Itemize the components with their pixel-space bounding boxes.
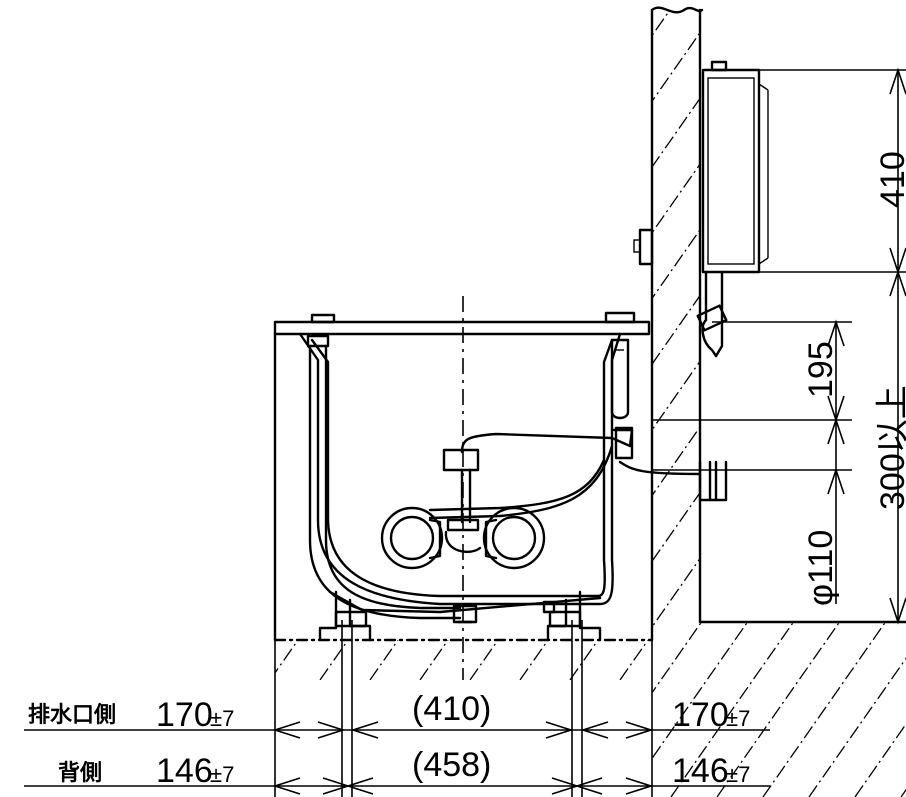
hatch-line (275, 640, 299, 680)
back-right-value: 146 (672, 752, 729, 790)
hatch-line (652, 10, 906, 797)
drain-right-tolerance: ±7 (726, 706, 750, 731)
back-center-value: (458) (412, 746, 491, 784)
hatch-line (762, 10, 906, 797)
drain-center-value: (410) (412, 690, 491, 728)
drain-left-tolerance: ±7 (210, 706, 234, 731)
hatch-line (652, 10, 678, 797)
back-right-tolerance: ±7 (726, 762, 750, 787)
side-fitting (610, 338, 634, 460)
tub-feet (318, 590, 602, 642)
hatch-line (619, 640, 649, 680)
hatch-line (0, 0, 539, 797)
floor-section (220, 638, 698, 680)
hatch-line (808, 10, 906, 797)
drain-left-value: 170 (156, 696, 213, 734)
hatch-line (0, 0, 493, 797)
min-clearance-dimension: 300以上 (874, 385, 906, 510)
hatch-line (220, 640, 248, 680)
pipe-offset-dimension: 195 (802, 341, 840, 398)
hatch-line (652, 10, 770, 797)
hatch-line (319, 640, 349, 680)
hatch-line (369, 640, 399, 680)
pipe-diameter-dimension: φ110 (802, 530, 840, 606)
heater-height-dimension: 410 (874, 151, 906, 208)
dimension-extension-lines (274, 620, 653, 797)
water-heater (633, 60, 906, 274)
back-side-label: 背側 (58, 761, 102, 786)
hatch-line (469, 640, 499, 680)
overflow-pipe (306, 334, 462, 620)
hatch-line (670, 10, 906, 797)
back-left-value: 146 (156, 752, 213, 790)
hatch-line (670, 640, 698, 680)
hatch-line (419, 640, 449, 680)
hatch-line (652, 10, 816, 797)
bathtub-rim (273, 311, 651, 336)
circulation-unit (380, 428, 634, 570)
heater-pipes (618, 270, 728, 502)
back-left-tolerance: ±7 (210, 762, 234, 787)
hatch-line (0, 0, 447, 797)
hatch-line (569, 640, 599, 680)
dimension-row-drain (24, 721, 770, 739)
drain-right-value: 170 (672, 696, 729, 734)
hatch-line (652, 10, 906, 797)
hatch-line (652, 10, 724, 797)
drain-side-label: 排水口側 (28, 703, 116, 728)
hatch-line (716, 10, 906, 797)
hatch-line (27, 0, 585, 797)
hatch-line (0, 0, 401, 797)
dimension-row-back (24, 777, 770, 795)
bathtub-body (298, 332, 622, 614)
right-dimension-lines (652, 67, 906, 625)
hatch-line (519, 640, 549, 680)
